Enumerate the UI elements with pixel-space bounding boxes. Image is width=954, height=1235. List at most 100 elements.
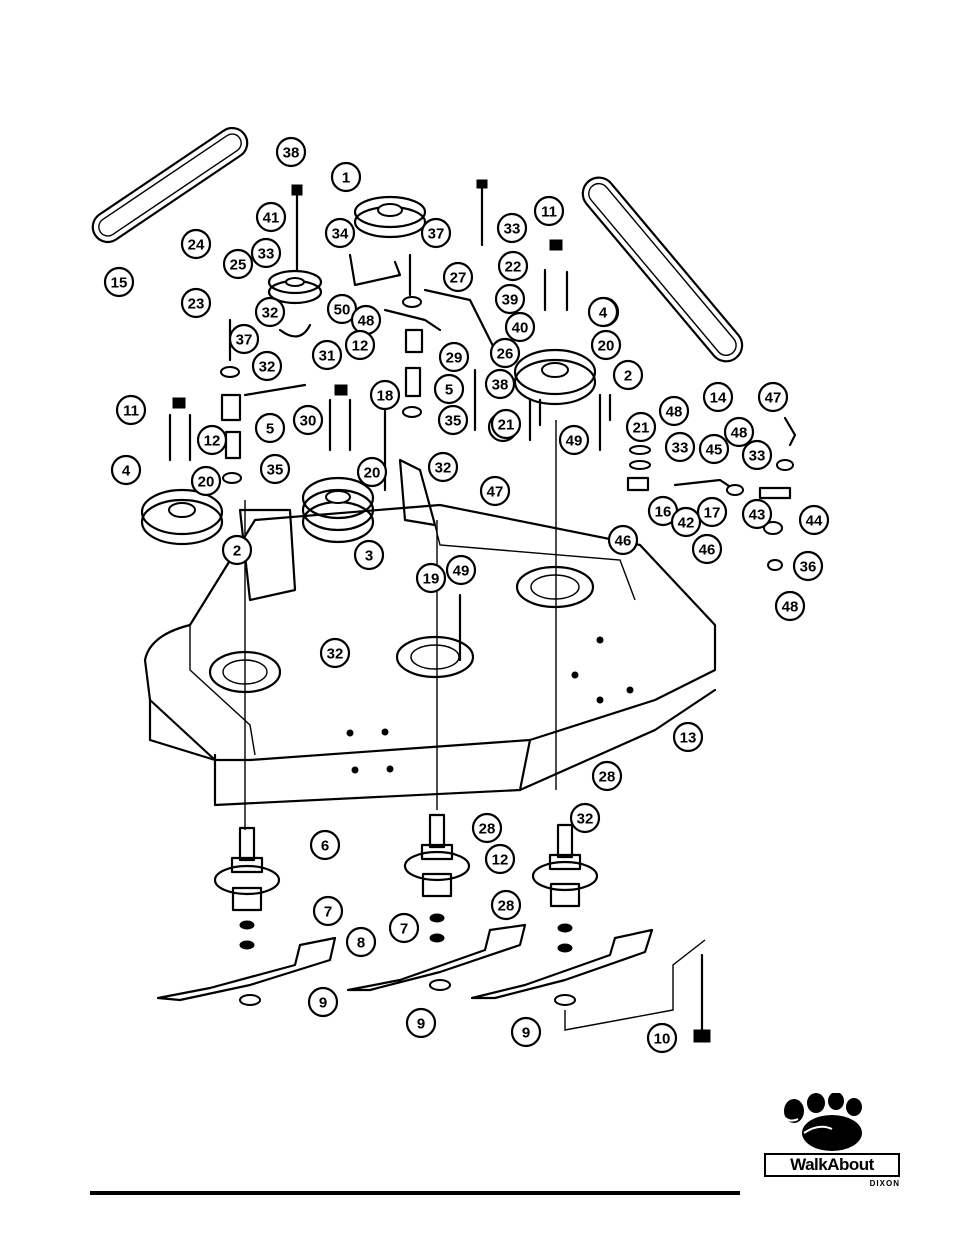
callout-label: 7 xyxy=(400,921,408,938)
callout-label: 45 xyxy=(706,442,723,459)
callout-12: 12 xyxy=(484,843,516,875)
callout-label: 32 xyxy=(259,359,276,376)
callout-23: 23 xyxy=(180,287,212,319)
callout-10: 10 xyxy=(646,1022,678,1054)
callout-24: 24 xyxy=(180,228,212,260)
callout-19: 19 xyxy=(415,562,447,594)
footer-rule xyxy=(90,1191,740,1195)
callout-label: 9 xyxy=(319,995,327,1012)
callout-49: 49 xyxy=(445,554,477,586)
callout-49: 49 xyxy=(558,424,590,456)
callout-label: 50 xyxy=(334,302,351,319)
callout-label: 11 xyxy=(123,403,139,420)
blade-left xyxy=(156,936,337,1006)
callout-46: 46 xyxy=(691,533,723,565)
callout-label: 17 xyxy=(704,505,721,522)
callout-12: 12 xyxy=(196,424,228,456)
paw-print-icon xyxy=(783,1092,862,1151)
callout-2: 2 xyxy=(612,359,644,391)
callout-label: 33 xyxy=(258,246,275,263)
callout-3: 3 xyxy=(353,539,385,571)
callout-label: 15 xyxy=(111,275,128,292)
drive-belt-left xyxy=(91,126,249,244)
callout-label: 21 xyxy=(633,420,650,437)
callout-36: 36 xyxy=(792,550,824,582)
logo-maker-text: DIXON xyxy=(869,1179,900,1188)
callout-48: 48 xyxy=(350,304,382,336)
callout-47: 47 xyxy=(479,475,511,507)
callout-label: 19 xyxy=(423,571,440,588)
callout-46: 46 xyxy=(607,524,639,556)
callout-8: 8 xyxy=(345,926,377,958)
callout-50: 50 xyxy=(326,293,358,325)
callout-4: 4 xyxy=(587,296,619,328)
mower-deck xyxy=(143,458,717,807)
callout-48: 48 xyxy=(658,395,690,427)
callout-35: 35 xyxy=(259,453,291,485)
idler-arm-brackets xyxy=(243,253,612,830)
callout-47: 47 xyxy=(757,381,789,413)
callout-label: 2 xyxy=(624,368,632,385)
callout-37: 37 xyxy=(420,217,452,249)
callout-7: 7 xyxy=(312,895,344,927)
callout-35: 35 xyxy=(437,404,469,436)
callout-label: 32 xyxy=(435,460,452,477)
spindle-assembly-right xyxy=(531,823,599,953)
idler-pulley-top xyxy=(353,195,427,239)
callout-label: 21 xyxy=(498,417,515,434)
callout-label: 38 xyxy=(492,377,509,394)
callout-label: 7 xyxy=(324,904,332,921)
callout-21: 21 xyxy=(490,408,522,440)
callout-label: 36 xyxy=(800,559,817,576)
idler-pulley-small xyxy=(267,269,323,305)
logo-brand-text: WalkAbout xyxy=(764,1153,900,1177)
blade-right xyxy=(470,928,654,1006)
callout-7: 7 xyxy=(388,912,420,944)
callout-45: 45 xyxy=(698,433,730,465)
callout-17: 17 xyxy=(696,496,728,528)
callout-label: 23 xyxy=(188,296,205,313)
callout-9: 9 xyxy=(307,986,339,1018)
callout-6: 6 xyxy=(309,829,341,861)
spindle-pulley-center-double xyxy=(301,476,375,544)
callout-label: 35 xyxy=(267,462,284,479)
callout-5: 5 xyxy=(433,373,465,405)
callout-label: 37 xyxy=(428,226,445,243)
callout-label: 26 xyxy=(497,346,514,363)
callout-12: 12 xyxy=(344,329,376,361)
callout-label: 48 xyxy=(358,313,375,330)
callout-label: 24 xyxy=(188,237,205,254)
callout-label: 29 xyxy=(446,350,463,367)
callout-29: 29 xyxy=(438,341,470,373)
callout-label: 48 xyxy=(782,599,799,616)
callout-label: 4 xyxy=(599,305,608,322)
callout-label: 1 xyxy=(342,170,350,187)
part-callouts: 1383315412433343725233250272211143940420… xyxy=(103,136,830,1054)
callout-label: 31 xyxy=(319,348,336,365)
callout-label: 49 xyxy=(566,433,583,450)
callout-48: 48 xyxy=(774,590,806,622)
callout-label: 9 xyxy=(417,1016,425,1033)
blade-bolt xyxy=(564,939,711,1043)
hardware-bolts xyxy=(168,179,569,662)
callout-label: 14 xyxy=(710,390,727,407)
callout-32: 32 xyxy=(251,350,283,382)
callout-20: 20 xyxy=(190,465,222,497)
callout-label: 10 xyxy=(654,1031,671,1048)
callout-label: 28 xyxy=(599,769,616,786)
callout-40: 40 xyxy=(504,311,536,343)
drive-belt-right xyxy=(581,176,744,363)
callout-41: 41 xyxy=(255,201,287,233)
callout-5: 5 xyxy=(254,412,286,444)
callout-label: 2 xyxy=(233,543,241,560)
callout-label: 25 xyxy=(230,257,247,274)
callout-label: 40 xyxy=(512,320,529,337)
callout-label: 13 xyxy=(680,730,697,747)
callout-label: 12 xyxy=(204,433,221,450)
callout-42: 42 xyxy=(670,506,702,538)
callout-28: 28 xyxy=(490,889,522,921)
callout-label: 46 xyxy=(699,542,716,559)
callout-label: 48 xyxy=(666,404,683,421)
callout-label: 3 xyxy=(365,548,373,565)
callout-label: 34 xyxy=(332,226,349,243)
